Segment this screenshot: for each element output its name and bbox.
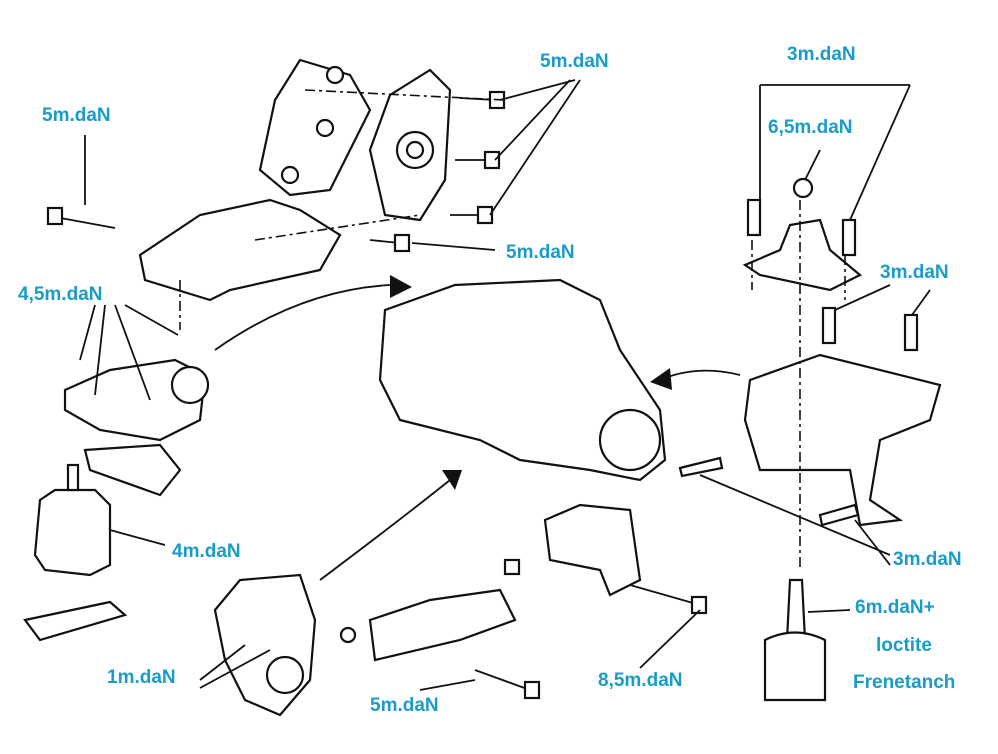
label-left-mount-base-torque: 4m.daN: [172, 541, 241, 562]
label-top-bolts-torque: 5m.daN: [540, 51, 609, 72]
label-right-lower-bolts-torque: 3m.daN: [893, 549, 962, 570]
label-mid-bolt-torque: 5m.daN: [506, 242, 575, 263]
label-left-bolt-torque: 5m.daN: [42, 105, 111, 126]
bolts: [46, 90, 506, 253]
rear-mount: [213, 573, 317, 717]
label-right-bracket-bolts-torque: 3m.daN: [880, 262, 949, 283]
left-mount-support: [63, 358, 207, 442]
top-mount-plate: [258, 58, 372, 197]
label-rear-mount-torque: 1m.daN: [107, 667, 176, 688]
label-right-top-nut-torque: 6,5m.daN: [768, 117, 853, 138]
label-rear-bottom-bolt-torque: 5m.daN: [370, 695, 439, 716]
label-rear-long-bolt-torque: 8,5m.daN: [598, 670, 683, 691]
label-right-top-bolts-torque: 3m.daN: [787, 44, 856, 65]
leader-lines: [79, 79, 931, 691]
left-bracket: [138, 198, 342, 302]
label-left-mount-nuts-torque: 4,5m.daN: [18, 284, 103, 305]
right-bracket: [743, 353, 942, 527]
left-rubber-mount: [33, 488, 112, 577]
rear-link: [368, 588, 517, 662]
label-stud-torque: 6m.daN+: [855, 597, 935, 618]
label-stud-frenetanch: Frenetanch: [853, 672, 956, 693]
right-top-mount: [742, 218, 862, 292]
right-stud: [785, 578, 807, 642]
engine-gearbox: [378, 278, 667, 482]
rear-bracket: [543, 503, 642, 597]
label-stud-loctite: loctite: [876, 635, 932, 656]
